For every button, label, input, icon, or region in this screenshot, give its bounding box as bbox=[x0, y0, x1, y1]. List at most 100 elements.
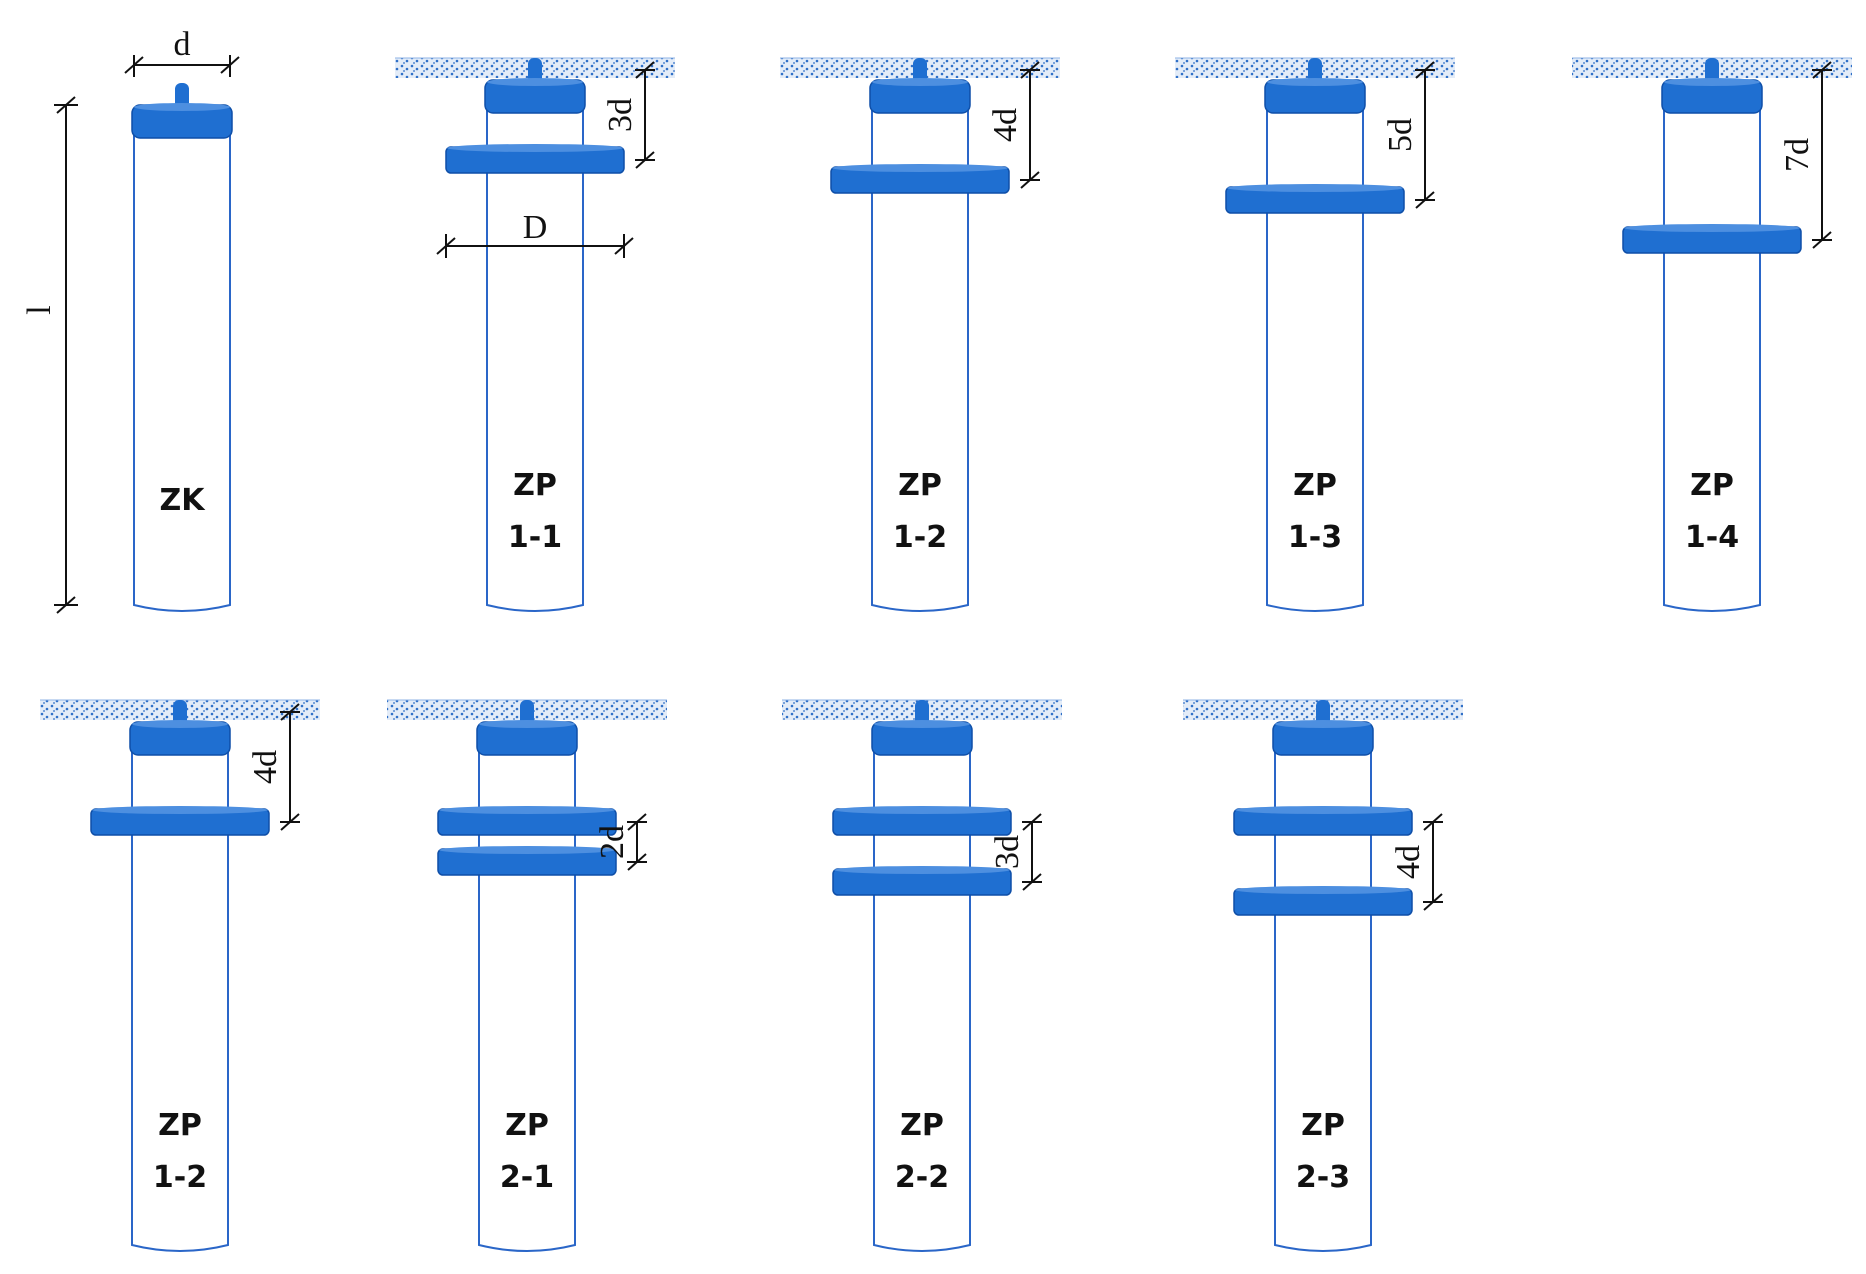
pile-shaft bbox=[871, 109, 969, 612]
dimension-plate-diameter: D bbox=[436, 209, 634, 258]
plate-top-face bbox=[1235, 806, 1411, 814]
pile-cap-top bbox=[132, 720, 228, 728]
dimension-tick bbox=[1020, 61, 1040, 79]
plate-diameter-label: D bbox=[523, 209, 548, 246]
pile-label: ZP bbox=[898, 468, 942, 503]
pile-cap-top bbox=[874, 720, 970, 728]
pile-label: 1-2 bbox=[153, 1160, 207, 1195]
helix-plate-1 bbox=[445, 144, 625, 174]
helix-plate-1 bbox=[832, 806, 1012, 836]
dimension-7d: 7d bbox=[1779, 61, 1832, 249]
pile-label: ZP bbox=[505, 1108, 549, 1143]
pile-label: ZP bbox=[900, 1108, 944, 1143]
plate-top-face bbox=[439, 806, 615, 814]
helix-plate-1 bbox=[90, 806, 270, 836]
dimension-tick bbox=[1020, 171, 1040, 189]
dimension-label: 7d bbox=[1779, 138, 1816, 172]
dimension-tick bbox=[1415, 191, 1435, 209]
dimension-2d: 2d bbox=[594, 813, 647, 871]
dimension-label: 4d bbox=[247, 750, 284, 784]
cap-stub bbox=[1308, 58, 1322, 84]
dimension-tick bbox=[56, 96, 76, 114]
pile-label: 2-3 bbox=[1296, 1160, 1350, 1195]
helix-plate-1 bbox=[1622, 224, 1802, 254]
dimension-pile-length: l bbox=[21, 96, 78, 614]
dimension-tick bbox=[280, 813, 300, 831]
helix-plate-1 bbox=[1225, 184, 1405, 214]
cap-stub bbox=[528, 58, 542, 84]
pile-label: 2-1 bbox=[500, 1160, 554, 1195]
cap-stub bbox=[173, 700, 187, 726]
pile-cap-top bbox=[1275, 720, 1371, 728]
dimension-tick bbox=[1415, 61, 1435, 79]
pile-shaft bbox=[131, 751, 229, 1252]
dimension-tick bbox=[280, 703, 300, 721]
plate-top-face bbox=[92, 806, 268, 814]
dimension-tick bbox=[627, 853, 647, 871]
plate-top-face bbox=[832, 164, 1008, 172]
pile-cap-top bbox=[479, 720, 575, 728]
pile-cap-top bbox=[487, 78, 583, 86]
plate-top-face bbox=[834, 866, 1010, 874]
dimension-4d: 4d bbox=[247, 703, 300, 831]
plate-top-face bbox=[1624, 224, 1800, 232]
pile-shaft bbox=[1266, 109, 1364, 612]
plate-top-face bbox=[834, 806, 1010, 814]
plate-top-face bbox=[439, 846, 615, 854]
pile-label: ZP bbox=[1293, 468, 1337, 503]
dimension-label: 4d bbox=[1390, 845, 1427, 879]
pile-shaft bbox=[133, 134, 231, 612]
dimension-tick bbox=[436, 237, 456, 255]
dimension-tick bbox=[1022, 873, 1042, 891]
dimension-tick bbox=[1022, 813, 1042, 831]
dimension-tick bbox=[1812, 61, 1832, 79]
plate-top-face bbox=[1227, 184, 1403, 192]
pile-shaft bbox=[1274, 751, 1372, 1252]
dimension-tick bbox=[220, 56, 240, 74]
dimension-tick bbox=[635, 151, 655, 169]
dimension-tick bbox=[1423, 813, 1443, 831]
dimension-4d: 4d bbox=[1390, 813, 1443, 911]
pile-diameter-label: d bbox=[174, 26, 191, 63]
dimension-tick bbox=[124, 56, 144, 74]
dimension-3d: 3d bbox=[989, 813, 1042, 891]
cap-stub bbox=[915, 700, 929, 726]
dimension-tick bbox=[1423, 893, 1443, 911]
pile-shaft bbox=[486, 109, 584, 612]
pile-label: 1-4 bbox=[1685, 520, 1739, 555]
dimension-label: 4d bbox=[987, 108, 1024, 142]
dimension-tick bbox=[1812, 231, 1832, 249]
dimension-tick bbox=[56, 596, 76, 614]
pile-label: ZP bbox=[513, 468, 557, 503]
dimension-tick bbox=[635, 61, 655, 79]
piles-layer: ZK3dZP1-14dZP1-25dZP1-37dZP1-44dZP1-22dZ… bbox=[21, 26, 1852, 1252]
pile-shaft bbox=[478, 751, 576, 1252]
cap-stub bbox=[1316, 700, 1330, 726]
helix-plate-2 bbox=[832, 866, 1012, 896]
cap-stub bbox=[1705, 58, 1719, 84]
dimension-5d: 5d bbox=[1382, 61, 1435, 209]
helix-plate-2 bbox=[1233, 886, 1413, 916]
dimension-3d: 3d bbox=[602, 61, 655, 169]
helix-plate-1 bbox=[830, 164, 1010, 194]
pile-label: ZP bbox=[1301, 1108, 1345, 1143]
pile-zk: ZK bbox=[131, 83, 233, 612]
cap-stub bbox=[520, 700, 534, 726]
plate-top-face bbox=[447, 144, 623, 152]
pile-label: ZP bbox=[1690, 468, 1734, 503]
pile-cap-top bbox=[1664, 78, 1760, 86]
dimension-tick bbox=[614, 237, 634, 255]
pile-cap-top bbox=[134, 103, 230, 111]
pile-label: 2-2 bbox=[895, 1160, 949, 1195]
dimension-pile-diameter: d bbox=[124, 26, 240, 77]
dimension-label: 3d bbox=[989, 835, 1026, 869]
helix-plate-1 bbox=[437, 806, 617, 836]
pile-cap-top bbox=[872, 78, 968, 86]
dimension-tick bbox=[627, 813, 647, 831]
